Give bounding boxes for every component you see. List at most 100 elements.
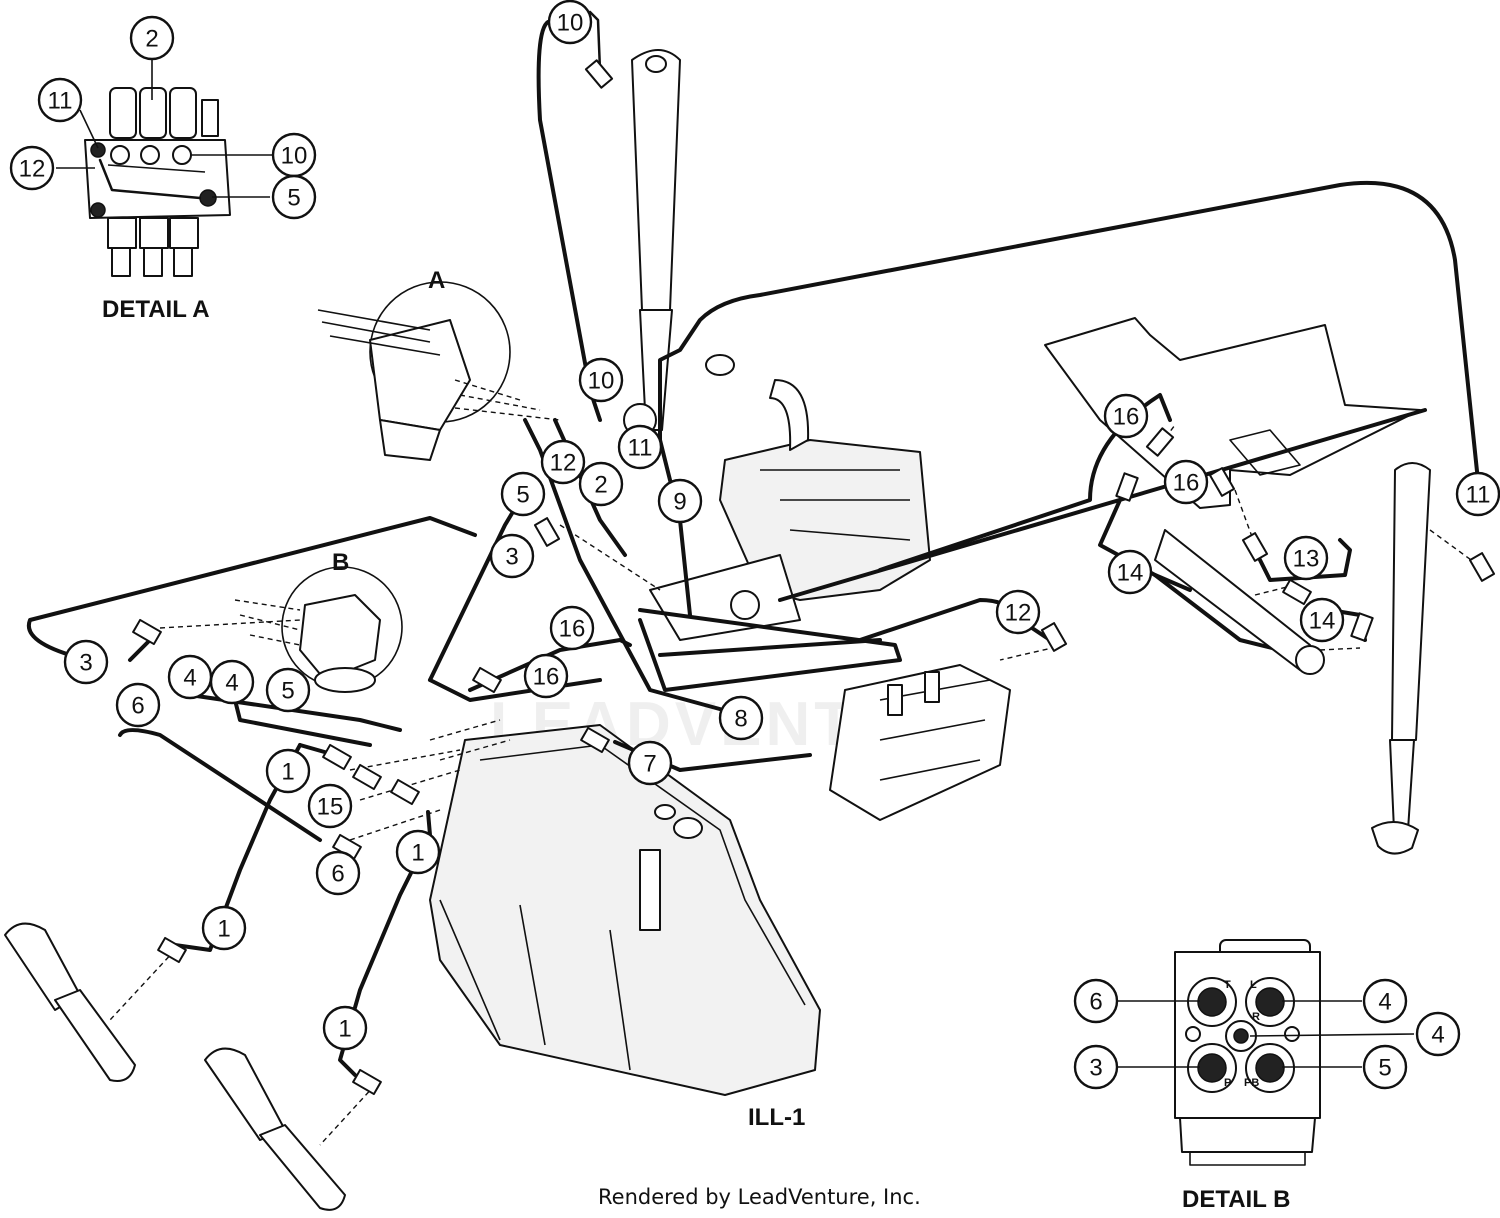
callout-circle [37, 77, 83, 123]
detail-a-valve [84, 87, 231, 277]
callout-number: 4 [183, 665, 196, 692]
callout-c-16a: 16 [549, 605, 595, 651]
detail-b-leaders [1118, 1000, 1415, 1068]
callout-number: 11 [1466, 482, 1491, 509]
callout-top-10: 10 [547, 0, 593, 45]
callout-number: 2 [145, 26, 158, 53]
callout-da-5: 5 [271, 174, 317, 220]
callout-number: 12 [19, 156, 46, 183]
callout-l-1d: 1 [322, 1005, 368, 1051]
callout-circle [1455, 471, 1500, 517]
callout-number: 3 [505, 544, 518, 571]
callout-circle [1362, 1044, 1408, 1090]
callout-number: 5 [516, 482, 529, 509]
callout-number: 16 [559, 616, 586, 643]
callout-number: 11 [628, 435, 653, 462]
detail-b-steering-unit: T L R P PB [1174, 939, 1321, 1166]
callout-circle [9, 145, 55, 191]
callout-number: 10 [588, 368, 615, 395]
callout-circle [1362, 978, 1408, 1024]
callout-number: 10 [281, 143, 308, 170]
callout-circle [1283, 535, 1329, 581]
callout-number: 8 [734, 706, 747, 733]
callout-number: 14 [1117, 560, 1144, 587]
callout-circle [627, 740, 673, 786]
callout-number: 12 [1005, 600, 1032, 627]
callout-circle [657, 478, 703, 524]
callout-da-2: 2 [129, 15, 175, 61]
detail-b-label: DETAIL B [1182, 1186, 1290, 1213]
callout-number: 12 [550, 450, 577, 477]
callout-mid-3: 3 [489, 533, 535, 579]
callout-l-1a: 1 [265, 748, 311, 794]
callout-db-4b: 4 [1415, 1011, 1461, 1057]
callout-circle [201, 905, 247, 951]
callout-circle [547, 0, 593, 45]
callout-r-16b: 16 [1163, 459, 1209, 505]
callout-c-16b: 16 [523, 653, 569, 699]
lift-cylinder-left [623, 49, 681, 437]
callout-number: 1 [338, 1016, 351, 1043]
callout-number: 6 [1089, 989, 1102, 1016]
callout-left-6: 6 [115, 682, 161, 728]
callout-circle [63, 639, 109, 685]
callout-circle [1299, 597, 1345, 643]
callout-circle [549, 605, 595, 651]
callout-number: 5 [1378, 1055, 1391, 1082]
callout-circle [1073, 1044, 1119, 1090]
tilt-cylinder-left-2 [204, 1047, 346, 1211]
callout-circle [265, 748, 311, 794]
callout-circle [1107, 549, 1153, 595]
callout-circle [315, 850, 361, 896]
callout-circle [995, 589, 1041, 635]
callout-r-11: 11 [1455, 471, 1500, 517]
callout-number: 1 [217, 916, 230, 943]
callout-number: 4 [225, 670, 238, 697]
callout-mid-12: 12 [540, 439, 586, 485]
callout-db-6: 6 [1073, 978, 1119, 1024]
detail-a-label: DETAIL A [102, 296, 210, 323]
callout-c-8: 8 [718, 695, 764, 741]
callout-number: 7 [643, 751, 656, 778]
steering-unit-b [281, 566, 403, 693]
callout-c-7: 7 [627, 740, 673, 786]
callout-circle [578, 461, 624, 507]
illustration-label: ILL-1 [748, 1104, 805, 1131]
callout-circle [523, 653, 569, 699]
callout-circle [500, 471, 546, 517]
hydraulic-tank [429, 724, 821, 1096]
callout-number: 6 [131, 693, 144, 720]
callout-left-5: 5 [265, 667, 311, 713]
lift-cylinder-right [1371, 462, 1431, 855]
view-b-label: B [332, 549, 349, 576]
callout-mid-2: 2 [578, 461, 624, 507]
callout-circle [540, 439, 586, 485]
hydraulic-pump-assembly [649, 354, 931, 641]
callout-da-11: 11 [37, 77, 83, 123]
port-p: P [1224, 1077, 1231, 1089]
callout-circle [578, 357, 624, 403]
callout-number: 15 [317, 794, 344, 821]
callout-r-16a: 16 [1103, 393, 1149, 439]
callout-mid-5: 5 [500, 471, 546, 517]
callout-da-12: 12 [9, 145, 55, 191]
callout-number: 9 [673, 489, 686, 516]
callout-circle [115, 682, 161, 728]
control-valve-a [317, 281, 511, 461]
callout-circle [209, 659, 255, 705]
callout-circle [271, 174, 317, 220]
callout-circle [322, 1005, 368, 1051]
callout-mid-10: 10 [578, 357, 624, 403]
callout-circle [129, 15, 175, 61]
callout-db-3: 3 [1073, 1044, 1119, 1090]
callout-circle [395, 829, 441, 875]
port-r: R [1252, 1011, 1260, 1023]
callout-number: 11 [48, 88, 73, 115]
footer-credit: Rendered by LeadVenture, Inc. [598, 1185, 921, 1209]
callout-number: 4 [1378, 989, 1391, 1016]
callout-circle [1163, 459, 1209, 505]
callout-number: 3 [79, 650, 92, 677]
view-a-label: A [428, 267, 445, 294]
callout-number: 14 [1309, 608, 1336, 635]
callout-number: 2 [594, 472, 607, 499]
